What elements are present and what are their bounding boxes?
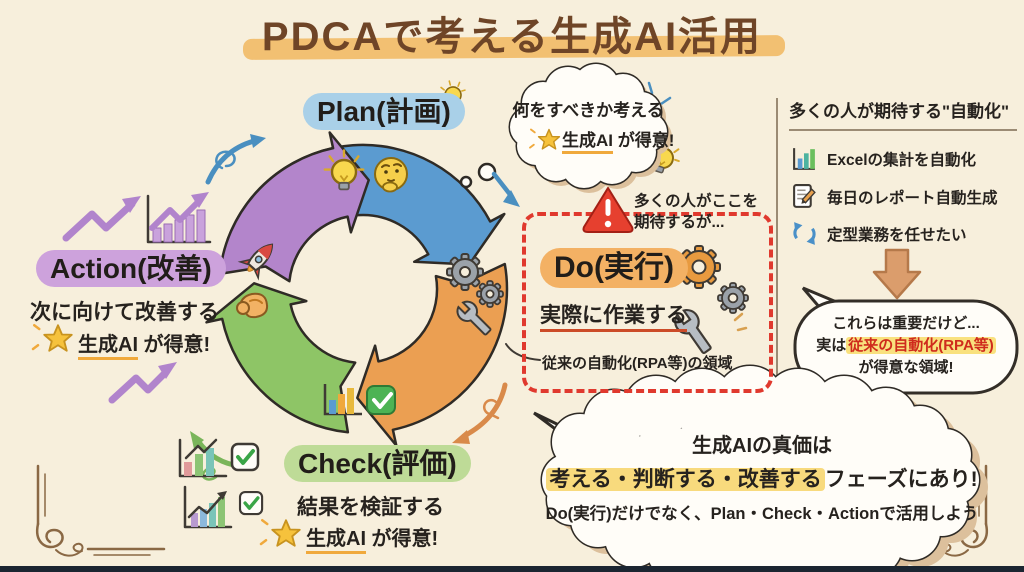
- do-gears-icon: [674, 245, 749, 354]
- action-label: Action(改善): [36, 250, 226, 287]
- corner-flourish-left: [35, 464, 166, 557]
- conclusion-highlight: 考える・判断する・改善する: [546, 468, 825, 491]
- right-panel-item-label: 毎日のレポート自動生成: [827, 189, 998, 207]
- do-dashed-box: [522, 212, 773, 393]
- arrow-to-do-head: [503, 190, 520, 207]
- check-chart-icons: [178, 438, 264, 529]
- right-panel-item: Excelの集計を自動化: [791, 145, 976, 172]
- conclusion-text: 生成AIの真価は 考える・判断する・改善するフェーズにあり! Do(実行)だけで…: [537, 429, 987, 524]
- do-warning-text: 多くの人がここを 期待するが...: [634, 191, 758, 233]
- star-icon: [259, 519, 301, 547]
- right-panel-item-label: 定型業務を任せたい: [827, 226, 967, 244]
- conclusion-cloud: [533, 364, 988, 572]
- action-ai-rest: が得意!: [138, 334, 211, 356]
- check-arc: [205, 282, 357, 434]
- action-desc: 次に向けて改善する: [30, 301, 219, 324]
- rpa-bubble-line1: これらは重要だけど...: [832, 315, 980, 332]
- conclusion-line3: Do(実行)だけでなく、Plan・Check・Actionで活用しよう: [545, 505, 979, 523]
- page-title: PDCAで考える生成AI活用: [261, 15, 763, 59]
- star-icon: [31, 324, 73, 352]
- check-label: Check(評価): [284, 445, 471, 482]
- decorative-doodles: [190, 81, 748, 481]
- conclusion-line1: 生成AIの真価は: [692, 435, 832, 457]
- action-ai-line: 生成AI が得意!: [78, 328, 211, 360]
- conclusion-line2: 考える・判断する・改善するフェーズにあり!: [537, 463, 987, 493]
- plan-ai-strong: 生成AI: [562, 131, 613, 154]
- rpa-bubble-line3: が得意な領域!: [858, 359, 954, 376]
- right-panel-item-label: Excelの集計を自動化: [827, 151, 977, 169]
- thinking-face-icon: [374, 157, 408, 193]
- muscle-icon: [236, 292, 269, 319]
- do-desc: 実際に作業する: [540, 299, 687, 332]
- plan-label: Plan(計画): [303, 93, 465, 130]
- down-arrow: [872, 248, 922, 300]
- do-note: 従来の自動化(RPA等)の領域: [542, 355, 733, 372]
- recycle-icon: [793, 222, 816, 245]
- plan-thought-bubble: [459, 62, 672, 193]
- rocket-icon: [237, 243, 274, 281]
- check-ai-rest: が得意!: [366, 528, 439, 550]
- do-warning-line2: 期待するが...: [634, 214, 725, 231]
- do-label: Do(実行): [540, 248, 688, 288]
- do-warning-line1: 多くの人がここを: [634, 193, 759, 210]
- right-panel-heading: 多くの人が期待する"自動化": [789, 97, 1017, 131]
- report-icon: [793, 184, 816, 208]
- bar-chart-check-icon: [323, 384, 396, 416]
- plan-bubble-line2: 生成AI が得意!: [562, 126, 675, 154]
- gears-icon: [446, 253, 504, 336]
- plan-bubble-line1: 何をすべきか考える: [512, 101, 664, 120]
- check-ai-line: 生成AI が得意!: [306, 522, 439, 554]
- right-panel-item: 定型業務を任せたい: [791, 220, 967, 247]
- right-panel-item: 毎日のレポート自動生成: [791, 183, 998, 210]
- bottom-strip: [0, 566, 1024, 572]
- bar-chart-icon: [793, 148, 815, 170]
- action-ai-strong: 生成AI: [78, 334, 138, 360]
- rpa-bubble-text: これらは重要だけど... 実は従来の自動化(RPA等) が得意な領域!: [797, 313, 1015, 379]
- rpa-highlight: 従来の自動化(RPA等): [846, 337, 996, 354]
- rpa-bubble-line2: 実は従来の自動化(RPA等): [816, 337, 996, 354]
- action-trend-icons: [62, 192, 212, 404]
- check-ai-strong: 生成AI: [306, 528, 366, 554]
- warning-icon: [582, 187, 634, 233]
- plan-ai-rest: が得意!: [613, 131, 675, 150]
- check-desc: 結果を検証する: [297, 496, 444, 519]
- action-arc: [218, 131, 370, 283]
